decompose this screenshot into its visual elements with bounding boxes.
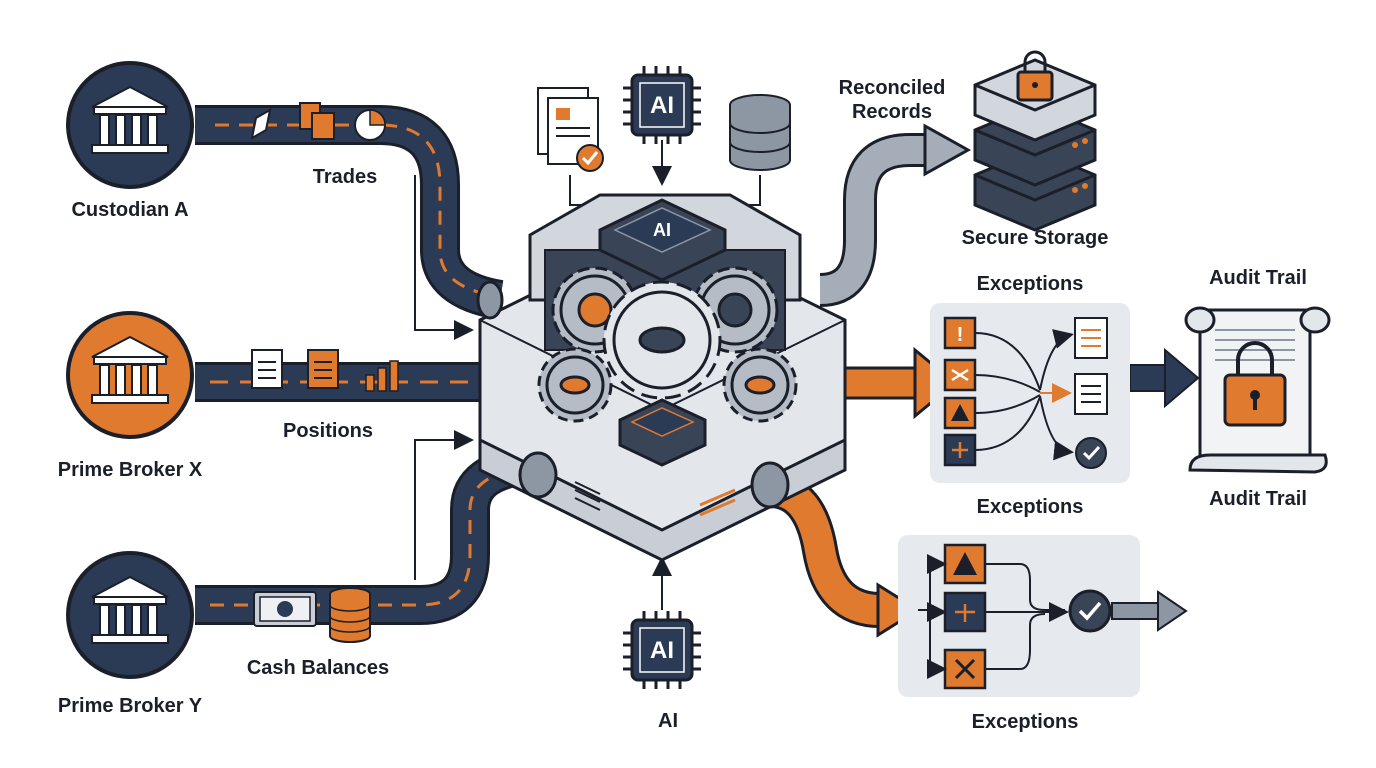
custodian-a-icon (66, 61, 194, 189)
pipe-positions (195, 362, 495, 402)
secure-storage-label: Secure Storage (961, 227, 1109, 249)
ai-bottom-label: AI (658, 710, 678, 732)
pipe-trades (195, 105, 504, 320)
prime-broker-y-label: Prime Broker Y (57, 695, 203, 717)
reconciled-records-label: Reconciled Records (838, 77, 946, 123)
audit-trail-icon (1184, 306, 1331, 474)
reconciled-arrow (818, 123, 972, 307)
cash-icon (253, 587, 371, 643)
svg-text:AI: AI (653, 220, 671, 240)
document-check-icon (537, 87, 604, 172)
trade-documents-icon (250, 102, 386, 141)
exceptions-lower-arrow (768, 472, 921, 638)
trades-label: Trades (312, 166, 378, 188)
svg-text:!: ! (957, 324, 964, 346)
cash-balances-label: Cash Balances (246, 657, 390, 679)
position-documents-icon (251, 349, 399, 392)
secure-storage-icon (973, 50, 1097, 232)
audit-trail-top-label: Audit Trail (1209, 267, 1307, 289)
audit-arrow (1129, 347, 1200, 409)
prime-broker-y-icon (66, 551, 194, 679)
svg-text:AI: AI (650, 92, 674, 119)
prime-broker-x-icon (66, 311, 194, 439)
reconciliation-engine: AI (476, 193, 847, 562)
ai-chip-icon: AI (623, 66, 701, 144)
exceptions-panel-b (898, 535, 1188, 697)
audit-trail-bottom-label: Audit Trail (1209, 488, 1307, 510)
database-icon (729, 94, 791, 171)
exceptions-bottom-label: Exceptions (971, 711, 1079, 733)
prime-broker-x-label: Prime Broker X (57, 459, 203, 481)
positions-label: Positions (282, 420, 374, 442)
pipe-cash (195, 445, 533, 625)
custodian-a-label: Custodian A (71, 199, 189, 221)
exceptions-mid-label: Exceptions (976, 496, 1084, 518)
exceptions-top-label: Exceptions (976, 273, 1084, 295)
ai-chip-bottom-icon: AI (623, 611, 701, 689)
svg-text:AI: AI (650, 637, 674, 664)
exceptions-panel-a: ! (930, 303, 1130, 483)
